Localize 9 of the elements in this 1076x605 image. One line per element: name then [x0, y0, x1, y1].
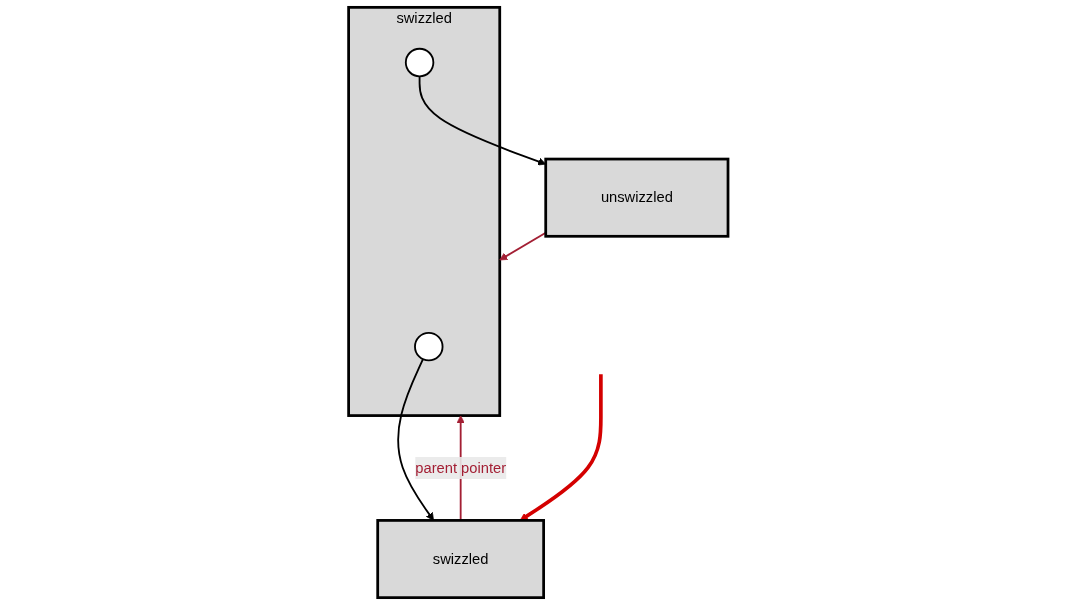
cluster: swizzled [346, 6, 501, 417]
arrow [418, 75, 546, 166]
arrow [396, 358, 434, 521]
node-box: swizzled [376, 519, 545, 599]
node-circle [404, 47, 434, 78]
node-circle [413, 331, 444, 362]
node-box: unswizzled [544, 157, 730, 238]
arrow [519, 374, 603, 521]
edge-label: parent pointer [414, 459, 506, 476]
